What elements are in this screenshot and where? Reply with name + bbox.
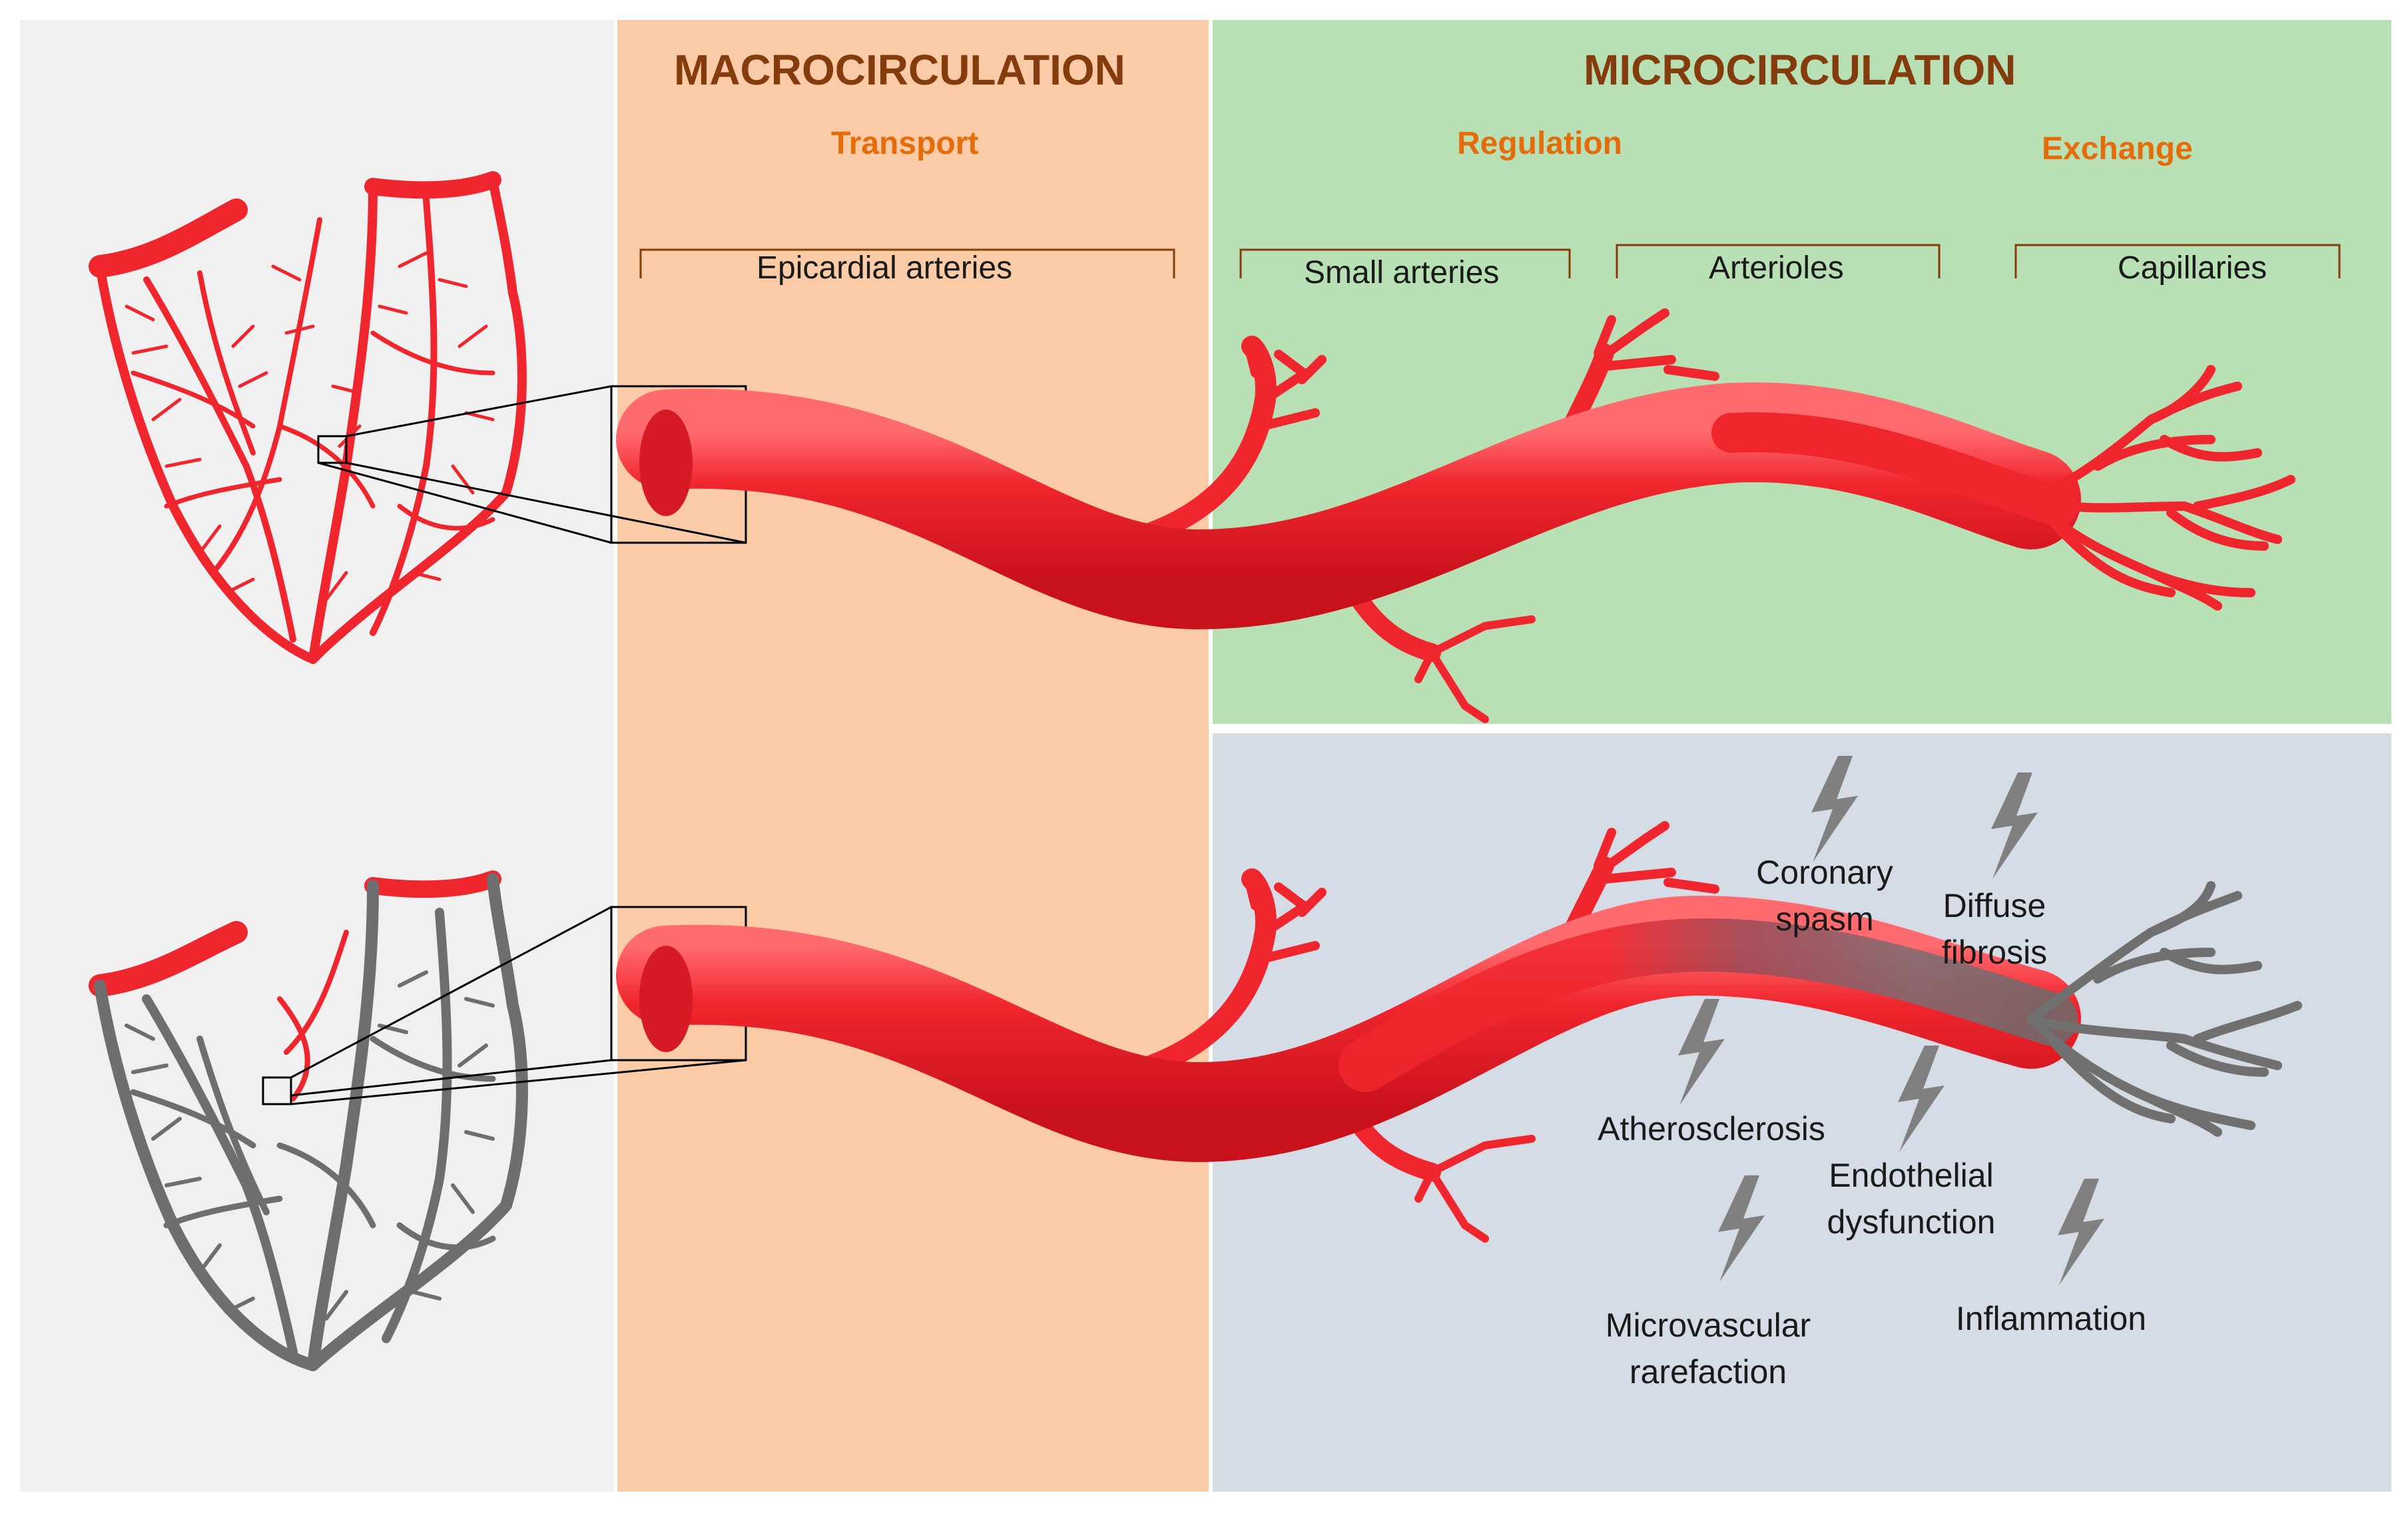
- capillaries-label: Capillaries: [2118, 250, 2267, 286]
- microcirculation-panel: [1213, 20, 2391, 724]
- regulation-label: Regulation: [1457, 126, 1622, 161]
- lightning-bolt-icon: [1811, 756, 1858, 862]
- transport-label: Transport: [831, 126, 979, 161]
- lightning-bolt-icon: [1991, 772, 2038, 879]
- zoom-lines-diseased: [290, 906, 747, 1105]
- exchange-label: Exchange: [2042, 131, 2193, 166]
- lightning-bolt-icon: [1718, 1175, 1765, 1282]
- bracket-small-arteries: [1239, 248, 1571, 278]
- bracket-capillaries: [2014, 244, 2341, 278]
- healthy-vessel: [616, 308, 2295, 723]
- bracket-arterioles: [1616, 244, 1941, 278]
- epicardial-arteries-label: Epicardial arteries: [756, 250, 1013, 286]
- heart-vessels-healthy: [89, 171, 527, 664]
- endothelial-dysfunction-label: Endothelial dysfunction: [1827, 1157, 1996, 1241]
- microvascular-rarefaction-label: Microvascular rarefaction: [1605, 1307, 1811, 1390]
- bracket-epicardial: [639, 248, 1175, 278]
- lightning-bolt-icon: [2058, 1179, 2104, 1285]
- zoom-box-healthy: [317, 435, 348, 464]
- diffuse-fibrosis-label: Diffuse fibrosis: [1941, 887, 2048, 971]
- microcirculation-title: MICROCIRCULATION: [1584, 46, 2016, 94]
- segment-brackets: [639, 244, 2341, 278]
- arterioles-label: Arterioles: [1709, 250, 1844, 286]
- diseased-vessel: [616, 821, 2302, 1243]
- heart-vessels-diseased: [89, 870, 528, 1371]
- lightning-bolt-icon: [1678, 999, 1725, 1105]
- macrocirculation-panel: [617, 20, 1209, 1492]
- inflammation-label: Inflammation: [1955, 1300, 2147, 1337]
- coronary-spasm-label: Coronary spasm: [1756, 854, 1893, 938]
- small-arteries-label: Small arteries: [1304, 255, 1500, 290]
- zoom-box-diseased: [262, 1076, 292, 1105]
- macrocirculation-title: MACROCIRCULATION: [674, 46, 1125, 94]
- zoom-lines-healthy: [318, 385, 747, 544]
- lightning-bolt-icon: [1898, 1046, 1945, 1152]
- atherosclerosis-label: Atherosclerosis: [1598, 1110, 1825, 1147]
